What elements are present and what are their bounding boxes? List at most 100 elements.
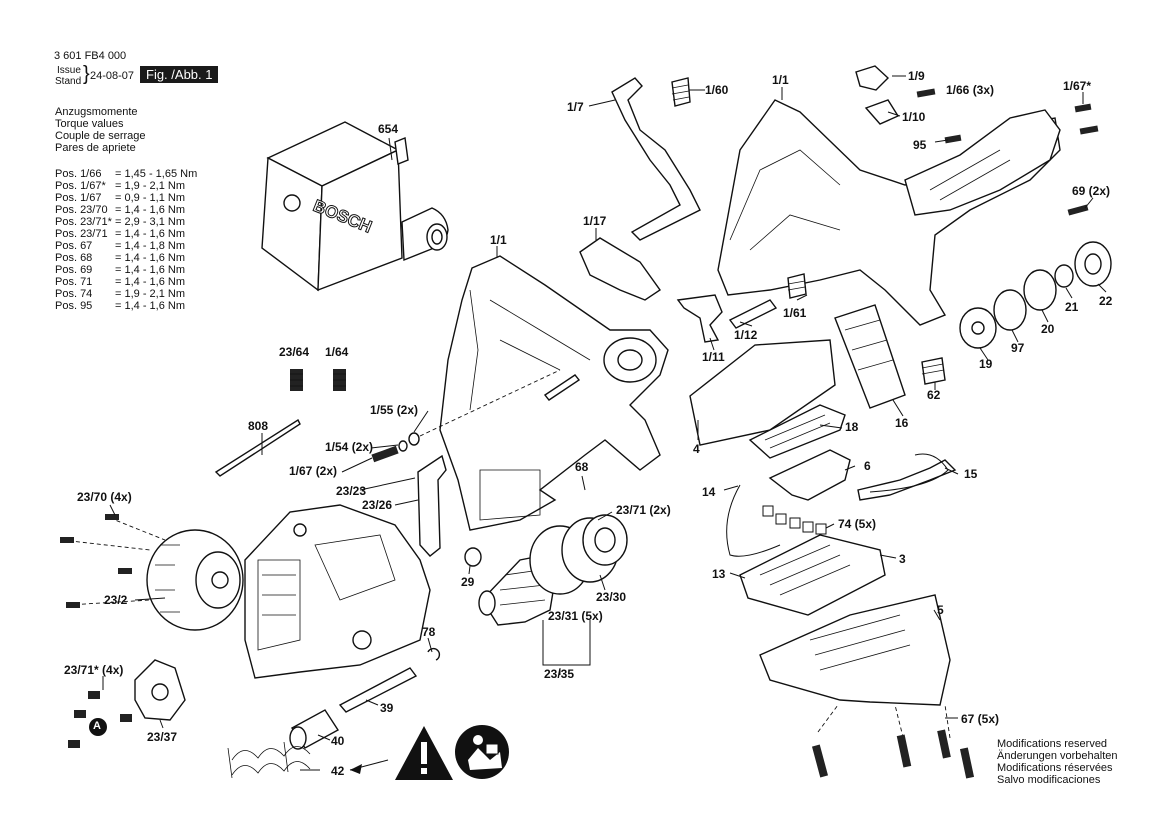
callout-15: 15 xyxy=(964,467,978,481)
callout-62: 62 xyxy=(927,388,941,402)
torque-pos: Pos. 69 xyxy=(55,264,93,276)
modifications-es: Salvo modificaciones xyxy=(997,774,1101,786)
callout-1-1-top: 1/1 xyxy=(772,73,789,87)
callout-68: 68 xyxy=(575,460,589,474)
figure-label: Fig. /Abb. 1 xyxy=(140,66,219,83)
callout-22: 22 xyxy=(1099,294,1113,308)
torque-title-es: Pares de apriete xyxy=(55,142,136,154)
callout-23-26: 23/26 xyxy=(362,498,393,512)
electronics-covers-4-16-18-6 xyxy=(689,304,957,501)
torque-row: Pos. 68 = 1,4 - 1,6 Nm xyxy=(55,252,197,264)
part-number: 3 601 FB4 000 xyxy=(54,50,127,62)
callout-20: 20 xyxy=(1041,322,1055,336)
callout-40: 40 xyxy=(331,734,345,748)
callout-21: 21 xyxy=(1065,300,1079,314)
modifications-en: Modifications reserved xyxy=(997,738,1108,750)
torque-pos: Pos. 23/71* xyxy=(55,216,112,228)
callout-1-55: 1/55 (2x) xyxy=(370,403,419,417)
callout-3: 3 xyxy=(899,552,906,566)
callout-1-66: 1/66 (3x) xyxy=(946,83,995,97)
callout-23-2: 23/2 xyxy=(104,593,128,607)
callout-1-1-mid: 1/1 xyxy=(490,233,507,247)
callout-1-7: 1/7 xyxy=(567,100,584,114)
motor-housing-23-2 xyxy=(244,504,431,679)
callout-1-60: 1/60 xyxy=(705,83,729,97)
torque-value: = 1,9 - 2,1 Nm xyxy=(115,288,186,300)
torque-value: = 1,9 - 2,1 Nm xyxy=(115,180,186,192)
marker-a: A xyxy=(93,720,101,732)
springs-23-64-1-64 xyxy=(290,369,346,391)
torque-pos: Pos. 23/71 xyxy=(55,228,108,240)
callout-95: 95 xyxy=(913,138,927,152)
callout-6: 6 xyxy=(864,459,871,473)
read-manual-icon xyxy=(455,725,509,779)
lever-parts-1-11 xyxy=(676,273,946,385)
callout-97: 97 xyxy=(1011,341,1025,355)
torque-pos: Pos. 1/67* xyxy=(55,180,106,192)
torque-title-de: Anzugsmomente xyxy=(55,106,138,118)
callout-5: 5 xyxy=(937,603,944,617)
callout-42: 42 xyxy=(331,764,345,778)
torque-pos: Pos. 1/66 xyxy=(55,168,102,180)
callout-16: 16 xyxy=(895,416,909,430)
torque-title-fr: Couple de serrage xyxy=(55,130,146,142)
modifications-note: Modifications reserved Änderungen vorbeh… xyxy=(997,738,1117,786)
torque-value: = 1,4 - 1,6 Nm xyxy=(115,204,186,216)
torque-pos: Pos. 67 xyxy=(55,240,93,252)
callout-1-67-2x: 1/67 (2x) xyxy=(289,464,338,478)
torque-row: Pos. 1/67= 0,9 - 1,1 Nm xyxy=(55,192,197,204)
torque-value: = 1,4 - 1,6 Nm xyxy=(115,276,186,288)
torque-row: Pos. 23/71= 1,4 - 1,6 Nm xyxy=(55,228,197,240)
small-parts-1-9 xyxy=(855,65,1099,216)
callout-39: 39 xyxy=(380,701,394,715)
callout-23-30: 23/30 xyxy=(596,590,627,604)
torque-row: Pos. 69 = 1,4 - 1,6 Nm xyxy=(55,264,197,276)
torque-pos: Pos. 68 xyxy=(55,252,93,264)
callout-1-54: 1/54 (2x) xyxy=(325,440,374,454)
cables-14-15 xyxy=(726,453,949,557)
torque-row: Pos. 71= 1,4 - 1,6 Nm xyxy=(55,276,197,288)
callout-18: 18 xyxy=(845,420,859,434)
torque-value: = 1,4 - 1,8 Nm xyxy=(115,240,186,252)
armature-23-35 xyxy=(478,514,628,626)
dust-box-654: BOSCH xyxy=(261,121,449,292)
torque-pos: Pos. 74 xyxy=(55,288,93,300)
callout-29: 29 xyxy=(461,575,475,589)
washers-screws-1-55 xyxy=(371,369,581,463)
torque-value: = 1,4 - 1,6 Nm xyxy=(115,264,186,276)
callout-654: 654 xyxy=(378,122,399,136)
torque-row: Pos. 1/67* = 1,9 - 2,1 Nm xyxy=(55,180,197,192)
callout-23-71-2x: 23/71 (2x) xyxy=(616,503,671,517)
callout-14: 14 xyxy=(702,485,716,499)
issue-date: 24-08-07 xyxy=(90,70,135,82)
modifications-fr: Modifications réservées xyxy=(997,762,1113,774)
callout-74: 74 (5x) xyxy=(838,517,877,531)
torque-row: Pos. 23/70= 1,4 - 1,6 Nm xyxy=(55,204,197,216)
callout-808: 808 xyxy=(248,419,269,433)
callout-23-70: 23/70 (4x) xyxy=(77,490,132,504)
torque-row: Pos. 95 = 1,4 - 1,6 Nm xyxy=(55,300,197,312)
torque-value: = 1,4 - 1,6 Nm xyxy=(115,300,186,312)
stand-label: Stand xyxy=(55,76,82,87)
torque-row: Pos. 74 = 1,9 - 2,1 Nm xyxy=(55,288,197,300)
callout-78: 78 xyxy=(422,625,436,639)
callout-67: 67 (5x) xyxy=(961,712,1000,726)
torque-pos: Pos. 95 xyxy=(55,300,93,312)
callout-23-23: 23/23 xyxy=(336,484,367,498)
callout-1-61: 1/61 xyxy=(783,306,807,320)
callout-1-11: 1/11 xyxy=(702,350,725,364)
callout-1-64: 1/64 xyxy=(325,345,349,359)
torque-value: = 1,45 - 1,65 Nm xyxy=(115,168,198,180)
callout-23-71-star: 23/71* (4x) xyxy=(64,663,124,677)
electronics-module-13-tray-5 xyxy=(739,534,975,779)
gear-parts-19-22 xyxy=(959,241,1112,349)
brush-holder-23-37 xyxy=(68,659,186,748)
torque-value: = 1,4 - 1,6 Nm xyxy=(115,252,186,264)
callout-69: 69 (2x) xyxy=(1072,184,1111,198)
modifications-de: Änderungen vorbehalten xyxy=(997,750,1118,762)
callout-23-31: 23/31 (5x) xyxy=(548,609,603,623)
callout-23-37: 23/37 xyxy=(147,730,178,744)
callout-1-10: 1/10 xyxy=(902,110,926,124)
issue-brace: } xyxy=(83,63,90,85)
